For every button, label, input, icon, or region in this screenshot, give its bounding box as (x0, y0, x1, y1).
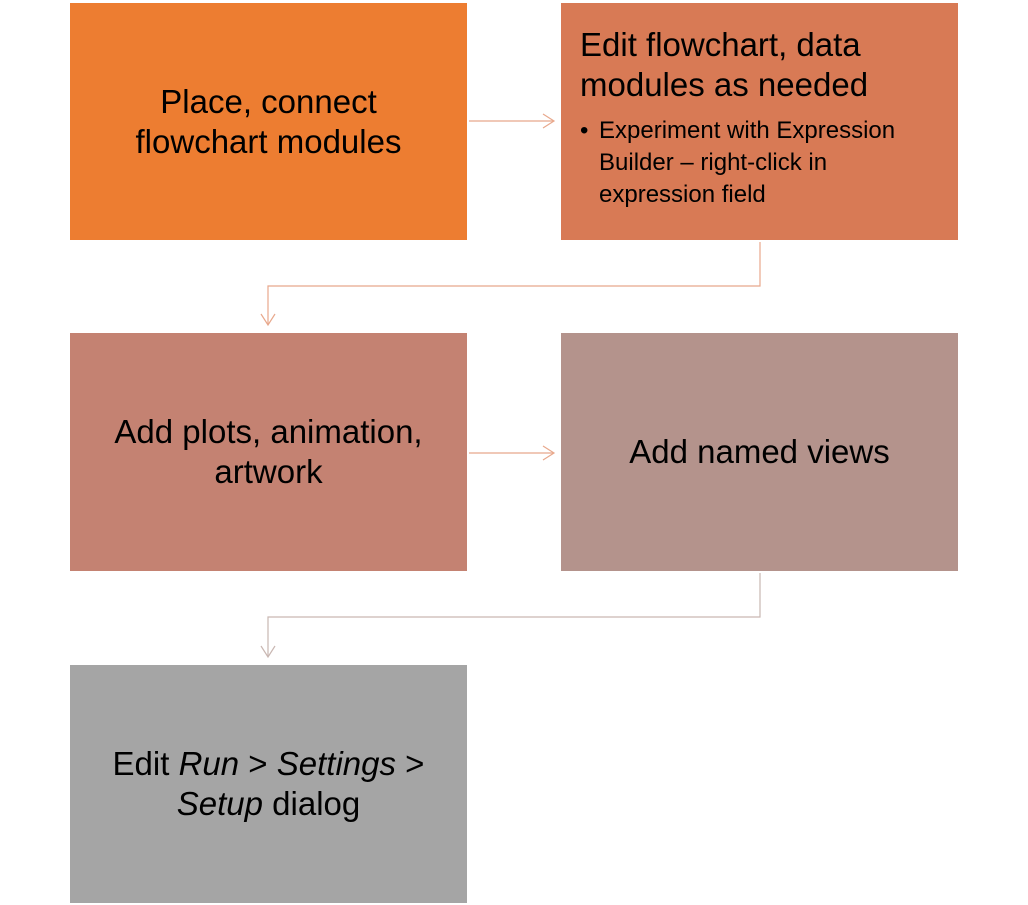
step-label: Add named views (629, 433, 890, 470)
step-box-edit-flowchart: Edit flowchart, data modules as needed •… (561, 3, 958, 240)
step-title: Edit flowchart, data modules as needed (580, 26, 869, 103)
text-dialog: dialog (263, 785, 361, 822)
connector-arrow-2-3 (260, 242, 761, 327)
text-settings: Settings (276, 745, 396, 782)
bullet-dot-icon: • (580, 117, 589, 144)
step-box-add-plots: Add plots, animation, artwork (70, 333, 467, 571)
text-run: Run (178, 745, 240, 782)
step-label: Place, connect flowchart modules (135, 82, 402, 160)
text-sep2: > (396, 745, 425, 782)
connector-arrow-1-2 (469, 113, 556, 129)
bullet-list: • Experiment with Expression Builder – r… (580, 115, 944, 211)
connector-arrow-4-5 (260, 573, 761, 659)
text-setup: Setup (176, 785, 263, 822)
step-box-edit-setup: Edit Run > Settings > Setup dialog (70, 665, 467, 903)
bullet-item: • Experiment with Expression Builder – r… (580, 115, 944, 211)
step-label: Add plots, animation, artwork (114, 413, 423, 490)
text-sep1: > (239, 745, 277, 782)
step-box-place-connect: Place, connect flowchart modules (70, 3, 467, 240)
text-edit: Edit (112, 745, 179, 782)
step-label: Edit Run > Settings > Setup dialog (113, 744, 425, 824)
bullet-text: Experiment with Expression Builder – rig… (599, 117, 896, 208)
step-box-add-views: Add named views (561, 333, 958, 571)
connector-arrow-3-4 (469, 445, 556, 461)
